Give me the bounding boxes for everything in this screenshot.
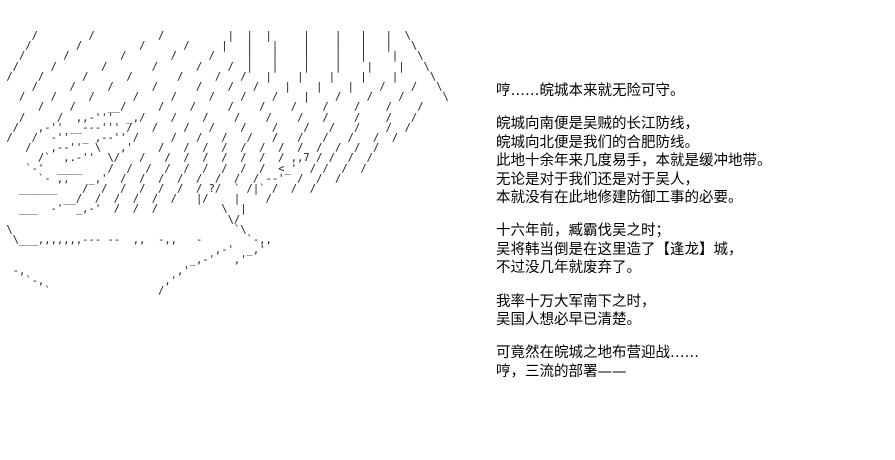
dialogue-line: 哼……皖城本来就无险可守。 xyxy=(496,83,685,99)
dialogue-paragraph: 我率十万大军南下之时， 吴国人想必早已清楚。 xyxy=(496,293,892,330)
dialogue-text-block: 哼……皖城本来就无险可守。 皖城向南便是吴贼的长江防线， 皖城向北便是我们的合肥… xyxy=(496,82,892,381)
dialogue-line: 我率十万大军南下之时， xyxy=(496,293,656,310)
dialogue-line: 无论是对于我们还是对于吴人， xyxy=(496,171,699,188)
dialogue-line: 本就没有在此地修建防御工事的必要。 xyxy=(496,190,743,207)
dialogue-line: 不过没几年就废弃了。 xyxy=(496,260,641,277)
dialogue-paragraph: 皖城向南便是吴贼的长江防线， 皖城向北便是我们的合肥防线。 此地十余年来几度易手… xyxy=(496,115,892,207)
dialogue-line: 十六年前，臧霸伐吴之时； xyxy=(496,223,670,240)
dialogue-line: 皖城向南便是吴贼的长江防线， xyxy=(496,116,699,133)
dialogue-line: 皖城向北便是我们的合肥防线。 xyxy=(496,134,699,151)
character-portrait-ascii-art: / / / | | | | | | | \ / / / / | | | | | … xyxy=(6,29,449,297)
dialogue-paragraph: 可竟然在皖城之地布营迎战…… 哼，三流的部署—— xyxy=(496,344,892,381)
dialogue-line: 吴将韩当倒是在这里造了【逢龙】城， xyxy=(496,241,743,258)
dialogue-line: 哼，三流的部署—— xyxy=(496,363,627,380)
dialogue-paragraph: 哼……皖城本来就无险可守。 xyxy=(496,82,892,100)
dialogue-line: 此地十余年来几度易手，本就是缓冲地带。 xyxy=(496,153,772,170)
dialogue-line: 可竟然在皖城之地布营迎战…… xyxy=(496,345,699,362)
dialogue-paragraph: 十六年前，臧霸伐吴之时； 吴将韩当倒是在这里造了【逢龙】城， 不过没几年就废弃了… xyxy=(496,222,892,277)
dialogue-line: 吴国人想必早已清楚。 xyxy=(496,312,641,329)
